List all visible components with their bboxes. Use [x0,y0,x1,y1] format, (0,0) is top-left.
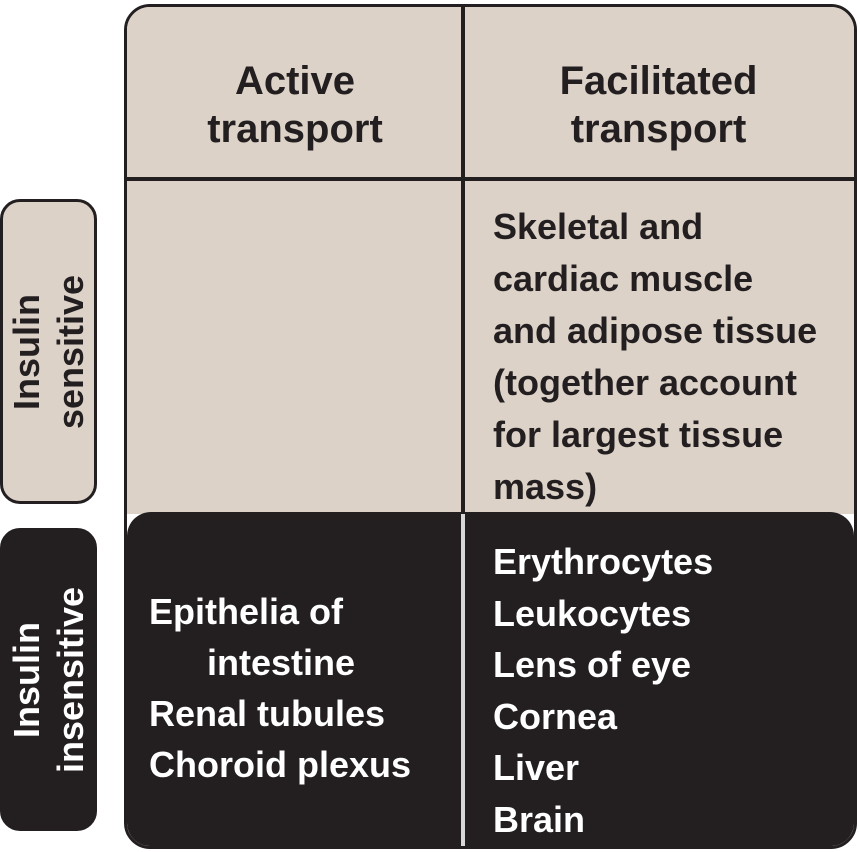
cell-sensitive-active [127,179,463,514]
list-item: intestine [207,642,356,683]
list-item: Choroid plexus [149,744,412,785]
list-item: and adipose tissue [493,310,818,351]
list-item: for largest tissue [493,414,784,455]
row-label-insensitive-text: Insulin insensitive [5,586,91,773]
header-active-transport: Active transport [127,7,463,179]
insensitive-active-list: Epithelia of intestine Renal tubules Cho… [149,586,411,790]
header-facilitated-transport: Facilitated transport [463,7,854,179]
insensitive-band [127,512,854,846]
sensitive-facilitated-list: Skeletal and cardiac muscle and adipose … [493,201,817,513]
list-item: Lens of eye [493,644,692,685]
row-label-insulin-sensitive: Insulin sensitive [0,199,97,504]
list-item: Brain [493,798,586,840]
header-divider [127,177,854,181]
list-item: mass) [493,466,598,507]
column-divider-bottom [461,514,465,846]
insensitive-facilitated-list: Erythrocytes Leukocytes Lens of eye Corn… [493,536,713,845]
row-label-sensitive-text: Insulin sensitive [5,274,91,429]
cell-insensitive-active: Epithelia of intestine Renal tubules Cho… [127,514,463,846]
list-item: (together account [493,362,798,403]
list-item: Leukocytes [493,592,692,634]
list-item: cardiac muscle [493,258,754,299]
cell-sensitive-facilitated: Skeletal and cardiac muscle and adipose … [463,179,854,514]
header-active-label: Active transport [207,59,383,151]
list-item: Erythrocytes [493,541,714,582]
list-item: Renal tubules [149,693,386,734]
list-item: Epithelia of [149,591,344,632]
transport-matrix: Active transport Facilitated transport S… [124,4,857,849]
row-label-insulin-insensitive: Insulin insensitive [0,528,97,831]
header-facilitated-label: Facilitated transport [559,59,758,151]
cell-insensitive-facilitated: Erythrocytes Leukocytes Lens of eye Corn… [463,514,854,846]
list-item: Liver [493,747,580,788]
list-item: Skeletal and [493,206,704,247]
column-divider-top [461,7,465,514]
list-item: Cornea [493,695,618,737]
